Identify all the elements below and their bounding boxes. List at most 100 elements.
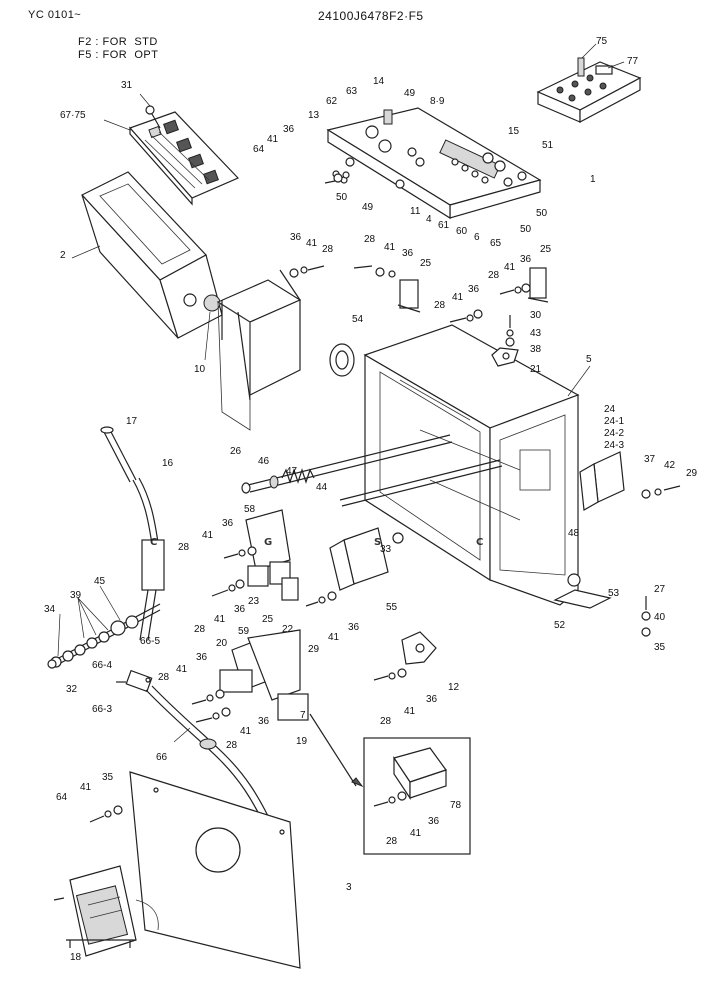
callout-c242: 24-2	[604, 428, 624, 439]
bracket-parts	[329, 267, 625, 511]
watermark: C G S C	[150, 537, 483, 548]
column-frame	[216, 269, 302, 431]
callout-c36l: 36	[428, 816, 440, 827]
callout-c28h: 28	[226, 740, 238, 751]
callout-c41l: 41	[80, 782, 92, 793]
callout-c25a: 25	[420, 258, 432, 269]
callout-c42: 42	[664, 460, 676, 471]
callout-c25c: 25	[262, 614, 274, 625]
switch-plate-opt	[536, 43, 642, 123]
hardware	[53, 171, 681, 901]
callout-c55: 55	[386, 602, 398, 613]
callout-c41b: 41	[306, 238, 318, 249]
callout-c36i: 36	[196, 652, 208, 663]
callout-c41a: 41	[267, 134, 279, 145]
callout-c64a: 64	[253, 144, 265, 155]
callout-c61: 61	[438, 220, 450, 231]
callout-c36f: 36	[222, 518, 234, 529]
upper-panel	[324, 107, 542, 220]
callout-c33: 33	[380, 544, 392, 555]
callout-c59: 59	[238, 626, 250, 637]
callout-c28i: 28	[380, 716, 392, 727]
callout-c5: 5	[586, 354, 592, 365]
callout-c78: 78	[450, 800, 462, 811]
callout-c16: 16	[162, 458, 174, 469]
callout-c28a: 28	[322, 244, 334, 255]
callout-c36j: 36	[258, 716, 270, 727]
callout-c45: 45	[94, 576, 106, 587]
callout-c41d: 41	[504, 262, 516, 273]
callout-c6775: 67·75	[60, 110, 86, 121]
inset-detail	[309, 713, 471, 855]
callout-c26: 26	[230, 446, 242, 457]
callout-c20: 20	[216, 638, 228, 649]
watermark-letter-s: S	[374, 537, 381, 548]
callout-c41e: 41	[452, 292, 464, 303]
callout-c663: 66-3	[92, 704, 112, 715]
callout-c58: 58	[244, 504, 256, 515]
callout-c41f: 41	[202, 530, 214, 541]
header-model-range: YC 0101~	[28, 9, 82, 21]
callout-c665: 66-5	[140, 636, 160, 647]
callout-c39: 39	[70, 590, 82, 601]
callout-c32: 32	[66, 684, 78, 695]
callout-c7: 7	[300, 710, 306, 721]
callout-c50b: 50	[520, 224, 532, 235]
callout-c28g: 28	[158, 672, 170, 683]
cover-plate	[66, 771, 301, 969]
callout-c1: 1	[590, 174, 596, 185]
callout-c34: 34	[44, 604, 56, 615]
callout-c24: 24	[604, 404, 616, 415]
callout-c28c: 28	[488, 270, 500, 281]
callout-c28j: 28	[386, 836, 398, 847]
callout-c664: 66-4	[92, 660, 112, 671]
callout-c41g: 41	[214, 614, 226, 625]
callout-c41j: 41	[240, 726, 252, 737]
callout-c50a: 50	[536, 208, 548, 219]
callout-c50c: 50	[336, 192, 348, 203]
callout-c243: 24-3	[604, 440, 624, 451]
callout-c36k: 36	[426, 694, 438, 705]
callout-c52: 52	[554, 620, 566, 631]
lower-parts	[219, 509, 437, 721]
callout-c13: 13	[308, 110, 320, 121]
callout-c31: 31	[121, 80, 133, 91]
callout-c54: 54	[352, 314, 364, 325]
callout-c75a: 75	[596, 36, 608, 47]
callout-c10: 10	[194, 364, 206, 375]
callout-c14: 14	[373, 76, 385, 87]
callout-c64b: 64	[56, 792, 68, 803]
note-opt: F5 : FOR OPT	[78, 49, 159, 61]
callout-c35a: 35	[654, 642, 666, 653]
callout-c21: 21	[530, 364, 542, 375]
callout-c29a: 29	[686, 468, 698, 479]
callout-c22: 22	[282, 624, 294, 635]
callout-c27: 27	[654, 584, 666, 595]
callout-c19: 19	[296, 736, 308, 747]
callout-c28d: 28	[434, 300, 446, 311]
lever-assembly	[47, 426, 165, 669]
watermark-letter-c1: C	[150, 537, 157, 548]
callout-c36e: 36	[468, 284, 480, 295]
callout-c241: 24-1	[604, 416, 624, 427]
callout-c36g: 36	[234, 604, 246, 615]
callout-c12: 12	[448, 682, 460, 693]
callout-c18: 18	[70, 952, 82, 963]
callout-c47: 47	[286, 466, 298, 477]
callout-c28b: 28	[364, 234, 376, 245]
callout-c2: 2	[60, 250, 66, 261]
callout-c36c: 36	[402, 248, 414, 259]
callout-c44: 44	[316, 482, 328, 493]
callout-c77: 77	[627, 56, 639, 67]
callout-c62: 62	[326, 96, 338, 107]
callout-c66: 66	[156, 752, 168, 763]
callout-c49a: 49	[404, 88, 416, 99]
callout-c23: 23	[248, 596, 260, 607]
callout-c41h: 41	[328, 632, 340, 643]
callout-c63: 63	[346, 86, 358, 97]
callout-c38: 38	[530, 344, 542, 355]
callout-c36h: 36	[348, 622, 360, 633]
callout-c3: 3	[346, 882, 352, 893]
